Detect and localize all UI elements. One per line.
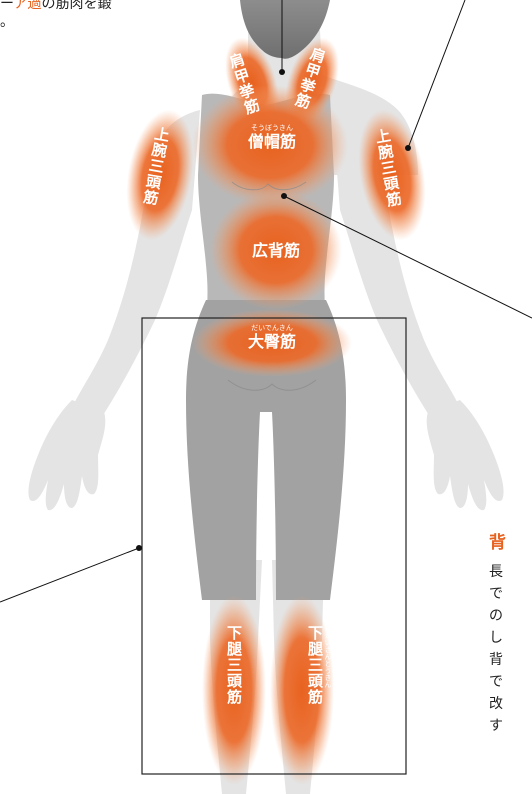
side-line-highlight: 改 bbox=[489, 693, 506, 715]
trapezius-ruby: そうぼうきん bbox=[232, 125, 312, 132]
side-line-6: で bbox=[489, 671, 506, 693]
top-left-rest: の筋肉を鍛 bbox=[41, 0, 111, 12]
calf-ruby: かたいさんとうきん bbox=[324, 625, 331, 688]
calf-right-label: 下腿三頭筋 bbox=[307, 625, 322, 705]
calf-left-label: 下腿三頭筋 bbox=[226, 625, 241, 705]
side-line-last: す bbox=[489, 715, 506, 737]
gluteus-label-group: だいでんきん 大臀筋 bbox=[232, 325, 312, 350]
side-line-4: し bbox=[489, 627, 506, 649]
latissimus-label: 広背筋 bbox=[236, 243, 316, 259]
gluteus-label: 大臀筋 bbox=[248, 332, 296, 351]
side-line-3: の bbox=[489, 605, 506, 627]
trapezius-label: 僧帽筋 bbox=[248, 132, 296, 151]
top-left-highlight: ア過 bbox=[13, 0, 41, 12]
calf-right-glow bbox=[270, 595, 334, 785]
top-left-text: ーア過の筋肉を鍛 。 bbox=[0, 0, 111, 31]
trapezius-label-group: そうぼうきん 僧帽筋 bbox=[232, 125, 312, 150]
top-left-frag: ー bbox=[0, 0, 13, 12]
side-title: 背 bbox=[489, 528, 506, 553]
gluteus-ruby: だいでんきん bbox=[232, 325, 312, 332]
side-line-2: で bbox=[489, 583, 506, 605]
side-text: 背 長 で の し 背 で 改 す bbox=[489, 528, 506, 737]
top-left-line2: 。 bbox=[0, 14, 111, 32]
side-line-5: 背 bbox=[489, 649, 506, 671]
side-line-1: 長 bbox=[489, 561, 506, 583]
